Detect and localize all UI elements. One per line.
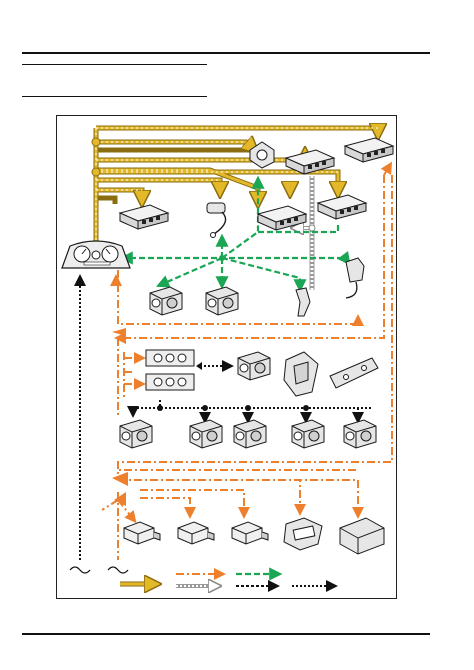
- control-panel-icon: [329, 357, 379, 389]
- footer-rule: [22, 633, 430, 635]
- actuator-icon: [119, 419, 153, 449]
- connector-icon: [177, 521, 215, 545]
- black-dotted-bus: [74, 274, 372, 560]
- orange-hub-markers: [112, 328, 128, 506]
- actuator-icon: [343, 419, 377, 449]
- actuator-icon: [205, 286, 239, 316]
- black-bus-nodes: [157, 362, 309, 411]
- module-icon: [119, 204, 169, 230]
- sensor-icon: [249, 141, 275, 169]
- instrument-cluster-icon: [61, 240, 131, 269]
- connector-icon: [231, 521, 269, 545]
- control-panel-icon: [145, 349, 195, 391]
- actuator-icon: [291, 419, 325, 449]
- module-icon: [317, 194, 367, 220]
- switch-pack-icon: [295, 287, 311, 317]
- subheader-rule-1: [22, 64, 207, 65]
- actuator-icon: [189, 419, 223, 449]
- orange-network: [101, 161, 393, 560]
- header-rule: [22, 52, 430, 54]
- connector-icon: [283, 517, 323, 551]
- wire-break-left: [69, 566, 91, 574]
- antenna-icon: [206, 202, 227, 238]
- yellow-bus: [91, 128, 378, 255]
- subheader-rule-2: [22, 96, 207, 97]
- actuator-icon: [149, 286, 183, 316]
- module-icon: [339, 517, 385, 555]
- wire-break-right: [107, 566, 129, 574]
- legend: [120, 567, 338, 586]
- connector-icon: [123, 521, 161, 545]
- connector-icon: [345, 257, 365, 299]
- actuator-icon: [237, 351, 271, 381]
- actuator-icon: [283, 351, 319, 397]
- actuator-icon: [233, 419, 267, 449]
- module-icon: [344, 137, 394, 163]
